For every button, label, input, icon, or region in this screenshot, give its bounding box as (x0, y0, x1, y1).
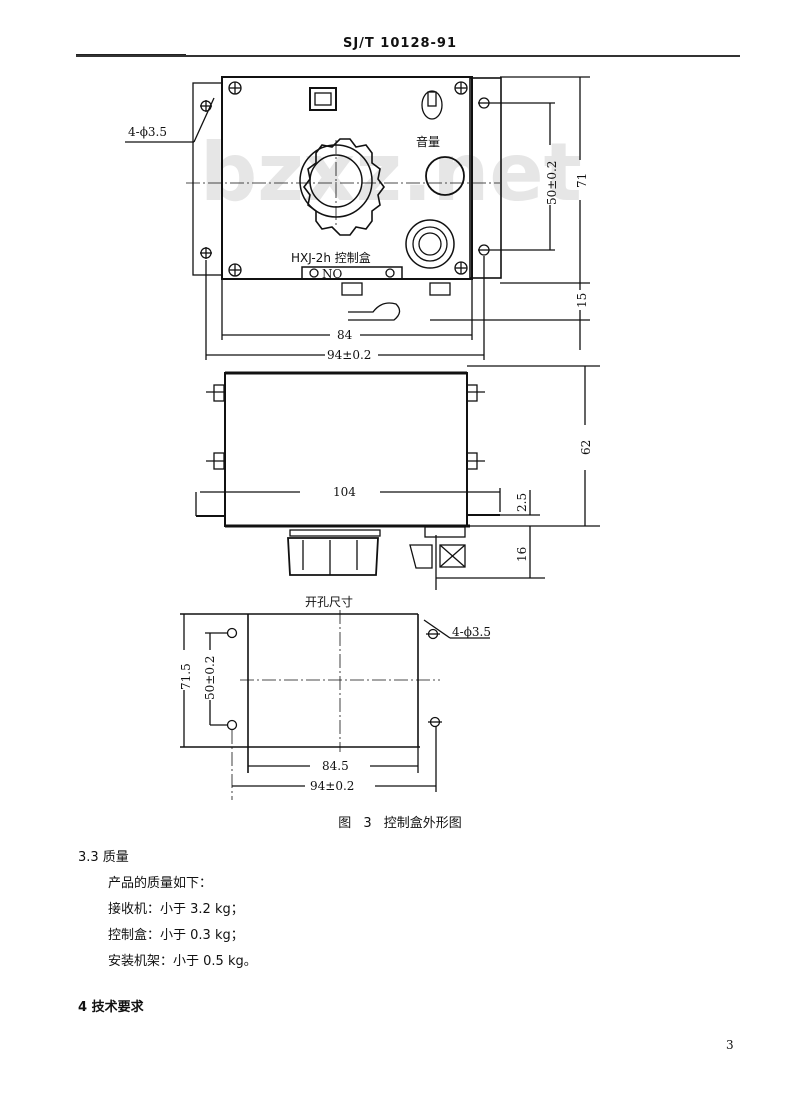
top-outer-width-dim: 94±0.2 (327, 348, 371, 362)
top-inner-width-dim: 84 (337, 328, 353, 342)
section-3-3-heading: 3.3 质量 (78, 850, 129, 865)
top-hole-spacing-dim: 50±0.2 (545, 161, 559, 205)
cutout-holes-label: 4-ϕ3.5 (452, 625, 491, 639)
side-flange-dim: 2.5 (515, 493, 529, 512)
top-bottom-dim: 15 (575, 293, 589, 308)
side-height-dim: 62 (579, 440, 593, 455)
top-height-dim: 71 (575, 173, 589, 188)
mass-intro: 产品的质量如下： (108, 876, 213, 891)
page-number: 3 (726, 1038, 734, 1052)
standard-code-header: SJ/T 10128-91 (342, 36, 458, 51)
side-width-dim: 104 (333, 485, 356, 499)
cutout-height-dim: 71.5 (179, 663, 193, 690)
cutout-hole-spacing-dim: 50±0.2 (203, 656, 217, 700)
mass-item-control-box: 控制盒：小于 0.3 kg； (108, 928, 244, 943)
volume-label: 音量 (416, 134, 440, 149)
watermark: bzxz.net (200, 126, 582, 219)
header-rule (76, 55, 740, 57)
cutout-title: 开孔尺寸 (305, 595, 353, 609)
figure-caption: 图 3 控制盒外形图 (338, 816, 462, 831)
control-box-outline-drawing: bzxz.net (125, 76, 600, 800)
mass-item-mount: 安装机架：小于 0.5 kg。 (108, 954, 257, 969)
side-knob-dim: 16 (515, 547, 529, 562)
section-4-heading: 4 技术要求 (78, 1000, 144, 1015)
model-label: HXJ-2h 控制盒 (291, 250, 371, 265)
mass-item-receiver: 接收机：小于 3.2 kg； (108, 902, 244, 917)
cutout-width-dim: 84.5 (322, 759, 349, 773)
nameplate-label: NO (322, 267, 343, 281)
top-holes-label: 4-ϕ3.5 (128, 125, 167, 139)
cutout-outer-width-dim: 94±0.2 (310, 779, 354, 793)
